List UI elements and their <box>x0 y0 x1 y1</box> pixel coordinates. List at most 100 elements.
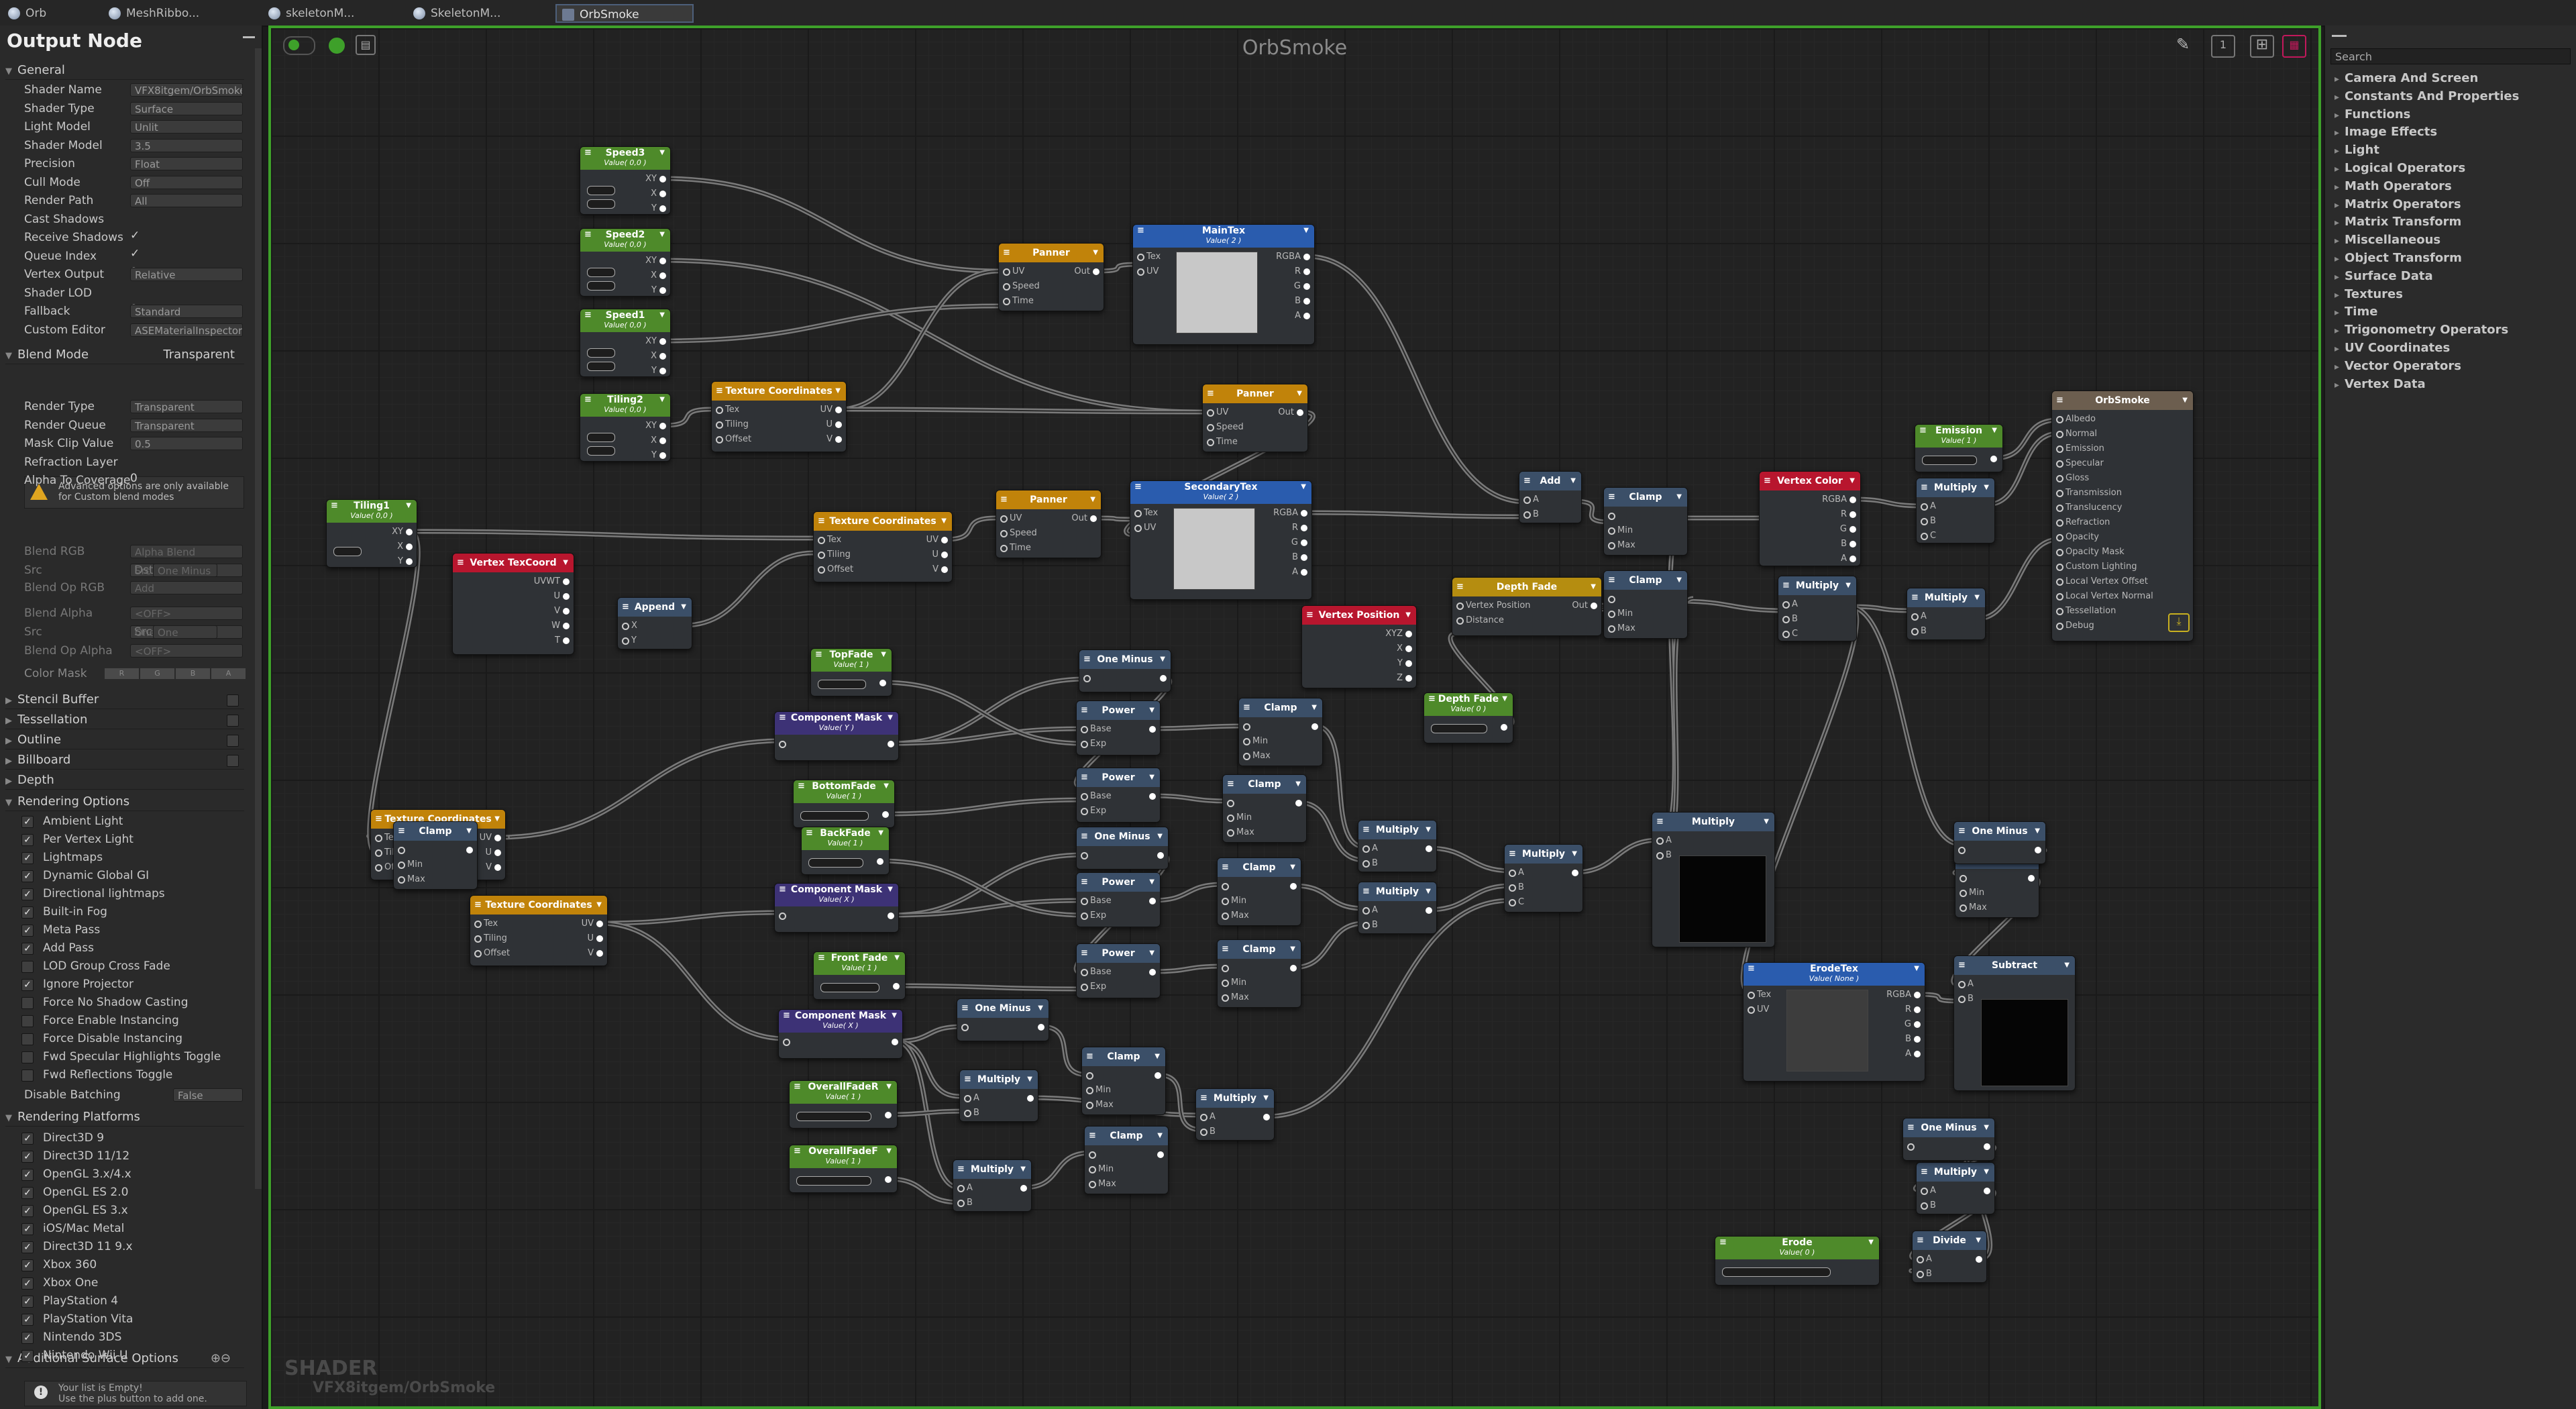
pin-socket[interactable] <box>1243 753 1250 760</box>
pin-socket[interactable] <box>1081 852 1088 859</box>
node-header[interactable]: ≡Multiply▼ <box>1778 576 1856 595</box>
input-pin[interactable]: Speed <box>1012 281 1040 291</box>
pin-socket[interactable] <box>1960 875 1967 882</box>
pin-socket[interactable] <box>1003 283 1010 291</box>
pin-socket[interactable] <box>466 847 473 853</box>
update-indicator[interactable] <box>327 36 346 55</box>
input-pin[interactable]: C <box>1930 531 1937 541</box>
node-menu-icon[interactable]: ≡ <box>1306 610 1313 620</box>
input-pin[interactable]: Time <box>1216 437 1238 447</box>
output-pin[interactable]: A <box>1905 1049 1911 1059</box>
category-matrix-transform[interactable]: Matrix Transform <box>2334 213 2461 231</box>
node-menu-icon[interactable]: ≡ <box>1523 476 1531 486</box>
input-pin[interactable]: Max <box>1098 1179 1116 1189</box>
pin-socket[interactable] <box>1914 1021 1921 1028</box>
input-pin[interactable]: B <box>967 1198 973 1208</box>
pin-socket[interactable] <box>818 566 825 574</box>
pin-socket[interactable] <box>1748 1006 1755 1014</box>
pin-socket[interactable] <box>1207 409 1214 417</box>
pin-socket[interactable] <box>1984 1143 1990 1150</box>
pin-socket[interactable] <box>1782 631 1790 638</box>
collapse-icon[interactable]: ▼ <box>1676 576 1682 584</box>
input-pin[interactable]: Refraction <box>2065 517 2110 527</box>
collapse-icon[interactable]: ▼ <box>883 782 889 790</box>
collapse-icon[interactable]: ▼ <box>1502 695 1507 702</box>
pin-socket[interactable] <box>659 423 666 429</box>
input-pin[interactable]: Y <box>631 635 637 645</box>
input-pin[interactable]: Min <box>1617 525 1633 535</box>
node-menu-icon[interactable]: ≡ <box>964 1074 971 1084</box>
input-pin[interactable]: Speed <box>1216 422 1244 432</box>
pin-socket[interactable] <box>1003 298 1010 305</box>
pin-socket[interactable] <box>1038 1024 1044 1031</box>
pin-socket[interactable] <box>1137 268 1144 276</box>
collapse-icon[interactable]: ▼ <box>894 954 900 961</box>
mask-r-button[interactable]: R <box>105 668 139 679</box>
node-header[interactable]: ≡One Minus▼ <box>1903 1118 1994 1137</box>
input-pin[interactable]: A <box>1518 868 1524 878</box>
node-menu-icon[interactable]: ≡ <box>1921 1167 1928 1177</box>
node-menu-icon[interactable]: ≡ <box>398 826 405 836</box>
collapse-icon[interactable]: ▼ <box>881 651 886 658</box>
pin-socket[interactable] <box>1301 569 1307 576</box>
pin-socket[interactable] <box>1160 675 1167 682</box>
pin-socket[interactable] <box>1086 1087 1093 1094</box>
pin-socket[interactable] <box>1155 1072 1161 1079</box>
collapse-icon[interactable]: ▼ <box>1020 1165 1026 1173</box>
collapse-icon[interactable]: ▼ <box>888 886 893 893</box>
pin-socket[interactable] <box>2056 578 2063 586</box>
output-pin[interactable]: G <box>1904 1019 1911 1029</box>
pin-socket[interactable] <box>1921 518 1928 525</box>
collapse-icon[interactable]: ▼ <box>886 1083 892 1090</box>
pin-socket[interactable] <box>1222 883 1229 890</box>
pin-socket[interactable] <box>563 623 570 629</box>
output-pin[interactable]: A <box>1295 311 1301 321</box>
checkbox[interactable]: ✓ <box>21 1277 34 1290</box>
node-menu-icon[interactable]: ≡ <box>457 558 464 568</box>
input-pin[interactable]: Exp <box>1090 806 1107 816</box>
pin-socket[interactable] <box>2056 416 2063 423</box>
output-pin[interactable]: U <box>826 419 833 429</box>
node-menu-icon[interactable]: ≡ <box>1719 1237 1727 1247</box>
save-icon[interactable]: ⤓ <box>2168 613 2190 632</box>
output-pin[interactable]: X <box>1397 643 1403 654</box>
section-depth[interactable]: ▶Depth <box>5 772 244 790</box>
pin-socket[interactable] <box>1081 726 1088 733</box>
collapse-icon[interactable]: ▼ <box>1984 1168 1989 1176</box>
node-header[interactable]: ≡Multiply▼ <box>960 1070 1038 1089</box>
pin-socket[interactable] <box>622 623 629 630</box>
output-pin[interactable]: UV <box>479 833 492 843</box>
input-pin[interactable]: Gloss <box>2065 473 2090 483</box>
collapse-icon[interactable]: ▼ <box>1090 496 1095 503</box>
input-pin[interactable]: X <box>631 621 637 631</box>
node-menu-icon[interactable]: ≡ <box>1509 849 1516 859</box>
output-pin[interactable]: B <box>1841 539 1847 549</box>
section-rendering-platforms[interactable]: ▼Rendering Platforms <box>5 1108 244 1127</box>
node-menu-icon[interactable]: ≡ <box>584 395 592 405</box>
collapse-icon[interactable]: ▼ <box>494 815 500 823</box>
panel-scrollbar[interactable] <box>255 48 262 1189</box>
pin-socket[interactable] <box>879 680 886 686</box>
pin-socket[interactable] <box>406 543 413 550</box>
output-pin[interactable]: UV <box>820 405 833 415</box>
output-pin[interactable]: B <box>1295 296 1301 306</box>
pin-socket[interactable] <box>957 1200 965 1207</box>
value-slider[interactable] <box>820 983 879 992</box>
pin-socket[interactable] <box>964 1095 971 1102</box>
pin-socket[interactable] <box>1976 1256 1982 1263</box>
collapse-icon[interactable]: ▼ <box>659 149 665 156</box>
node-header[interactable]: ≡Clamp▼ <box>394 822 477 841</box>
node-header[interactable]: ≡Clamp▼ <box>1223 775 1306 794</box>
input-pin[interactable]: A <box>1926 1254 1932 1264</box>
collapse-icon[interactable]: ▼ <box>406 502 411 509</box>
value-slider[interactable] <box>587 186 615 195</box>
